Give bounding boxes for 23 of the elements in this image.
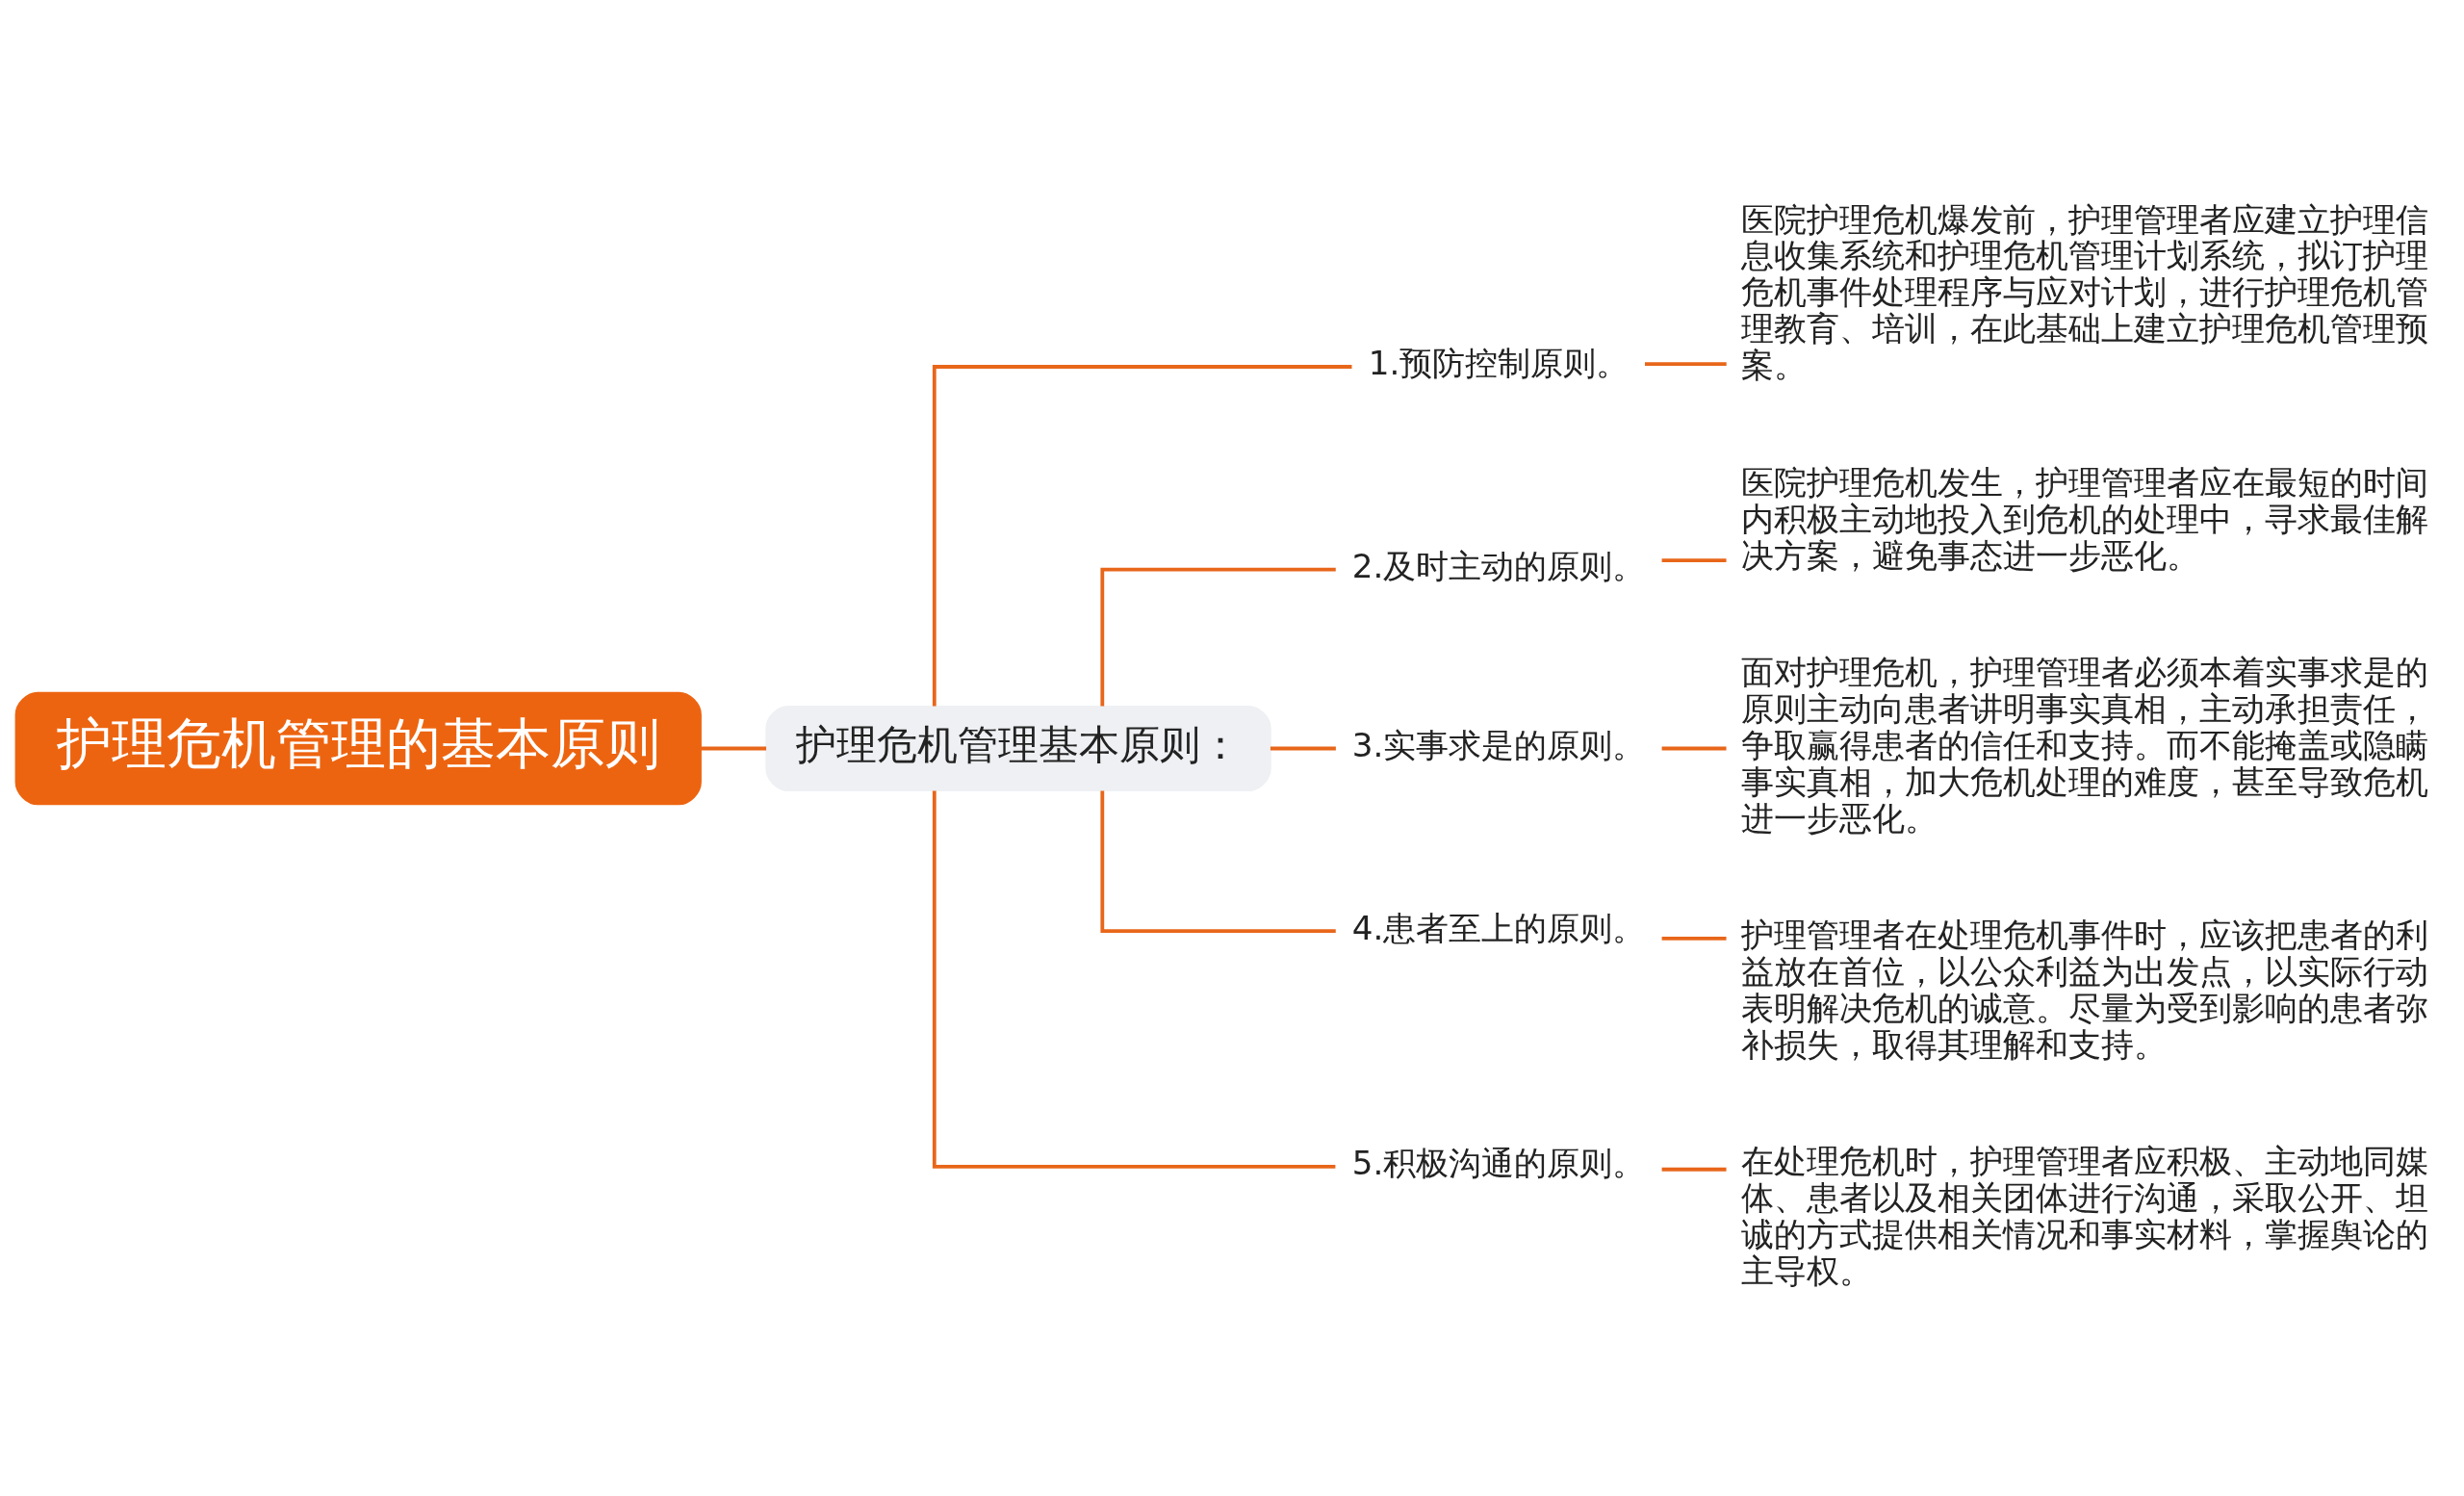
connector <box>1645 361 1727 366</box>
connector <box>1100 790 1336 933</box>
connector <box>701 746 767 750</box>
node-text: 5.积极沟通的原则。 <box>1351 1143 1646 1182</box>
node-text: 面对护理危机，护理管理者必须本着实事求是的原则主动向患者讲明事实真相，主动承担责任，争取赢得患者的信任和支持。而不能掩盖或隐瞒事实真相，加大危机处理的难度，甚至导致危机进一步恶化。 <box>1741 652 2429 838</box>
node-text: 医院护理危机发生，护理管理者应在最短的时间内积极主动地投入到危机的处理中，寻求最佳解决方案，避免事态进一步恶化。 <box>1741 462 2429 575</box>
connector <box>1661 557 1727 562</box>
node-text: 4.患者至上的原则。 <box>1351 908 1646 947</box>
connector <box>932 790 1336 1169</box>
connector <box>1661 936 1727 941</box>
connector <box>1100 567 1336 706</box>
node-text: 护理管理者在处理危机事件时，应该把患者的利益放在首位，以公众利益为出发点，以实际行动表明解决危机的诚意。尽量为受到影响的患者弥补损失，取得其理解和支持。 <box>1741 915 2429 1064</box>
node-box: 护理危机管理基本原则： <box>765 705 1271 791</box>
node-box: 护理危机管理的基本原则 <box>14 691 702 805</box>
connector <box>1661 746 1727 750</box>
node-text: 2.及时主动的原则。 <box>1351 546 1646 585</box>
node-text: 医院护理危机爆发前，护理管理者应建立护理信息收集系统和护理危机管理计划系统，拟订护理危机事件处理程序与应对计划，进行护理危机管理教育、培训，在此基础上建立护理危机管理预案。 <box>1741 198 2429 384</box>
connector <box>932 364 1352 707</box>
node-text: 3.实事求是的原则。 <box>1351 725 1646 764</box>
connector <box>1661 1167 1727 1172</box>
connector <box>1270 746 1336 750</box>
node-text: 1.预防控制原则。 <box>1368 343 1630 382</box>
node-text: 在处理危机时，护理管理者应积极、主动地同媒体、患者以及相关团体进行沟通，采取公开、坦诚的方式提供相关情况和事实材料，掌握舆论的主导权。 <box>1741 1141 2429 1290</box>
